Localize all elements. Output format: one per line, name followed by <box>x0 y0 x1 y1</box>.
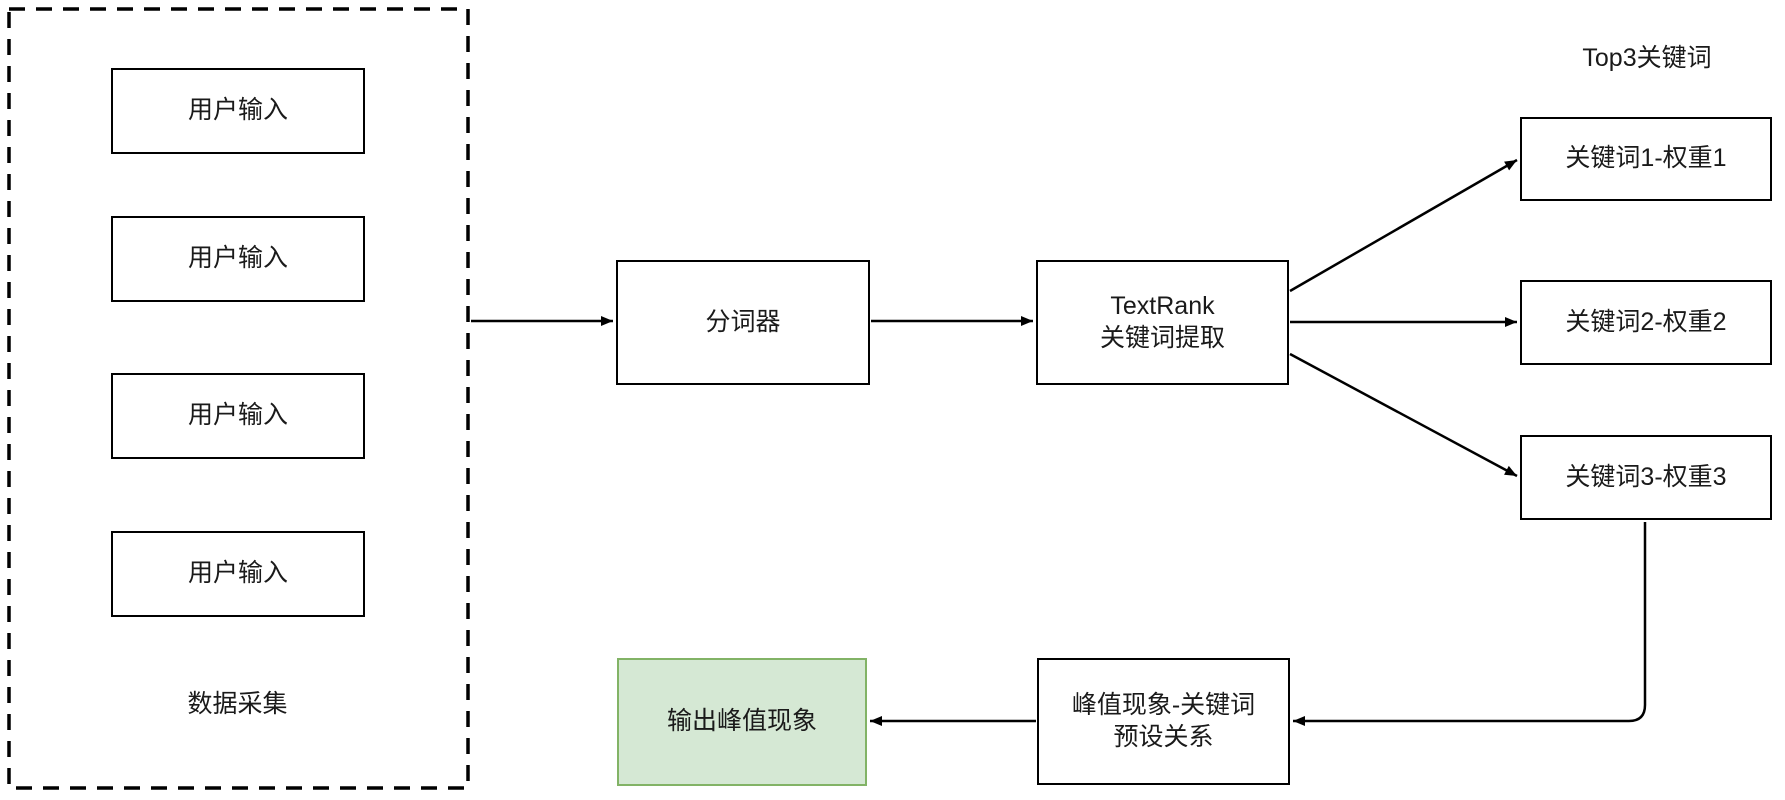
node-textrank-line1: TextRank <box>1110 292 1215 321</box>
node-user-input-2-label: 用户输入 <box>187 244 288 273</box>
node-keyword-2: 关键词2-权重2 <box>1520 280 1772 365</box>
arrow-textrank-to-keyword-3 <box>1289 352 1518 478</box>
node-output-peak-phenomenon-label: 输出峰值现象 <box>666 707 817 736</box>
node-tokenizer-label: 分词器 <box>705 307 781 336</box>
node-user-input-3-label: 用户输入 <box>187 401 288 430</box>
node-user-input-4: 用户输入 <box>111 531 365 617</box>
node-keyword-1-label: 关键词1-权重1 <box>1565 144 1727 173</box>
node-peak-keyword-mapping: 峰值现象-关键词 预设关系 <box>1037 658 1290 785</box>
data-collection-label: 数据采集 <box>187 690 288 718</box>
arrow-keyword-3-to-mapping <box>1293 522 1647 726</box>
node-user-input-1: 用户输入 <box>111 68 365 154</box>
node-textrank-line2: 关键词提取 <box>1099 323 1225 352</box>
node-user-input-4-label: 用户输入 <box>187 559 288 588</box>
node-peak-keyword-mapping-line1: 峰值现象-关键词 <box>1071 691 1256 720</box>
node-user-input-1-label: 用户输入 <box>187 96 288 125</box>
node-user-input-3: 用户输入 <box>111 373 365 459</box>
node-peak-keyword-mapping-line2: 预设关系 <box>1113 722 1214 751</box>
node-keyword-3-label: 关键词3-权重3 <box>1565 462 1727 491</box>
node-output-peak-phenomenon: 输出峰值现象 <box>617 658 867 786</box>
node-textrank: TextRank 关键词提取 <box>1036 260 1289 385</box>
node-keyword-2-label: 关键词2-权重2 <box>1565 307 1727 336</box>
data-collection-group-border <box>7 7 470 790</box>
node-keyword-3: 关键词3-权重3 <box>1520 435 1772 520</box>
node-keyword-1: 关键词1-权重1 <box>1520 117 1772 201</box>
top3-keywords-label: Top3关键词 <box>1582 44 1712 72</box>
node-tokenizer: 分词器 <box>616 260 870 385</box>
arrow-textrank-to-keyword-1 <box>1289 158 1518 293</box>
node-user-input-2: 用户输入 <box>111 216 365 302</box>
